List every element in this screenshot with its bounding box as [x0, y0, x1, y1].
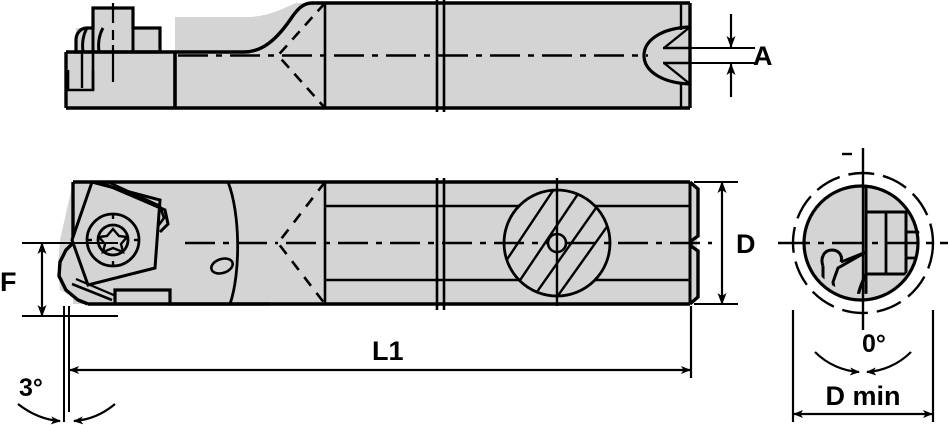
top-view-transition-curve — [175, 1, 325, 54]
dimension-angle-3deg: 3° — [17, 306, 116, 425]
top-view-hidden-taper — [276, 2, 326, 109]
angle-3deg-label: 3° — [19, 374, 43, 402]
angle-3deg-arc-right — [73, 403, 116, 425]
dimension-d: D — [694, 181, 756, 305]
angle-0deg-label: 0° — [862, 330, 886, 358]
dimension-dmin: D min — [791, 310, 935, 422]
side-view-insert — [70, 180, 170, 287]
top-view-clamp-assembly — [66, 3, 162, 92]
angle-0deg-arc-right — [866, 351, 912, 376]
dimension-a: A — [663, 14, 773, 97]
angle-3deg-arc-left — [17, 403, 61, 425]
dimension-f: F — [0, 242, 118, 317]
side-view: D F L1 3° — [0, 178, 756, 425]
dimension-l1-label: L1 — [372, 336, 404, 366]
side-view-torx-star — [96, 227, 130, 254]
top-view: A — [64, 0, 773, 112]
dimension-f-label: F — [0, 267, 17, 297]
dimension-l1: L1 — [68, 306, 693, 412]
dimension-angle-0deg: 0° — [814, 330, 912, 376]
angle-0deg-arc-left — [814, 351, 860, 376]
dimension-dmin-label: D min — [825, 381, 900, 411]
side-view-screw-inner-circle — [96, 223, 130, 257]
dimension-a-label: A — [753, 41, 773, 71]
dimension-d-label: D — [736, 229, 756, 259]
side-view-hidden-taper — [276, 181, 327, 305]
side-view-coolant-hole — [210, 257, 234, 275]
end-view: 0° D min — [778, 148, 948, 422]
